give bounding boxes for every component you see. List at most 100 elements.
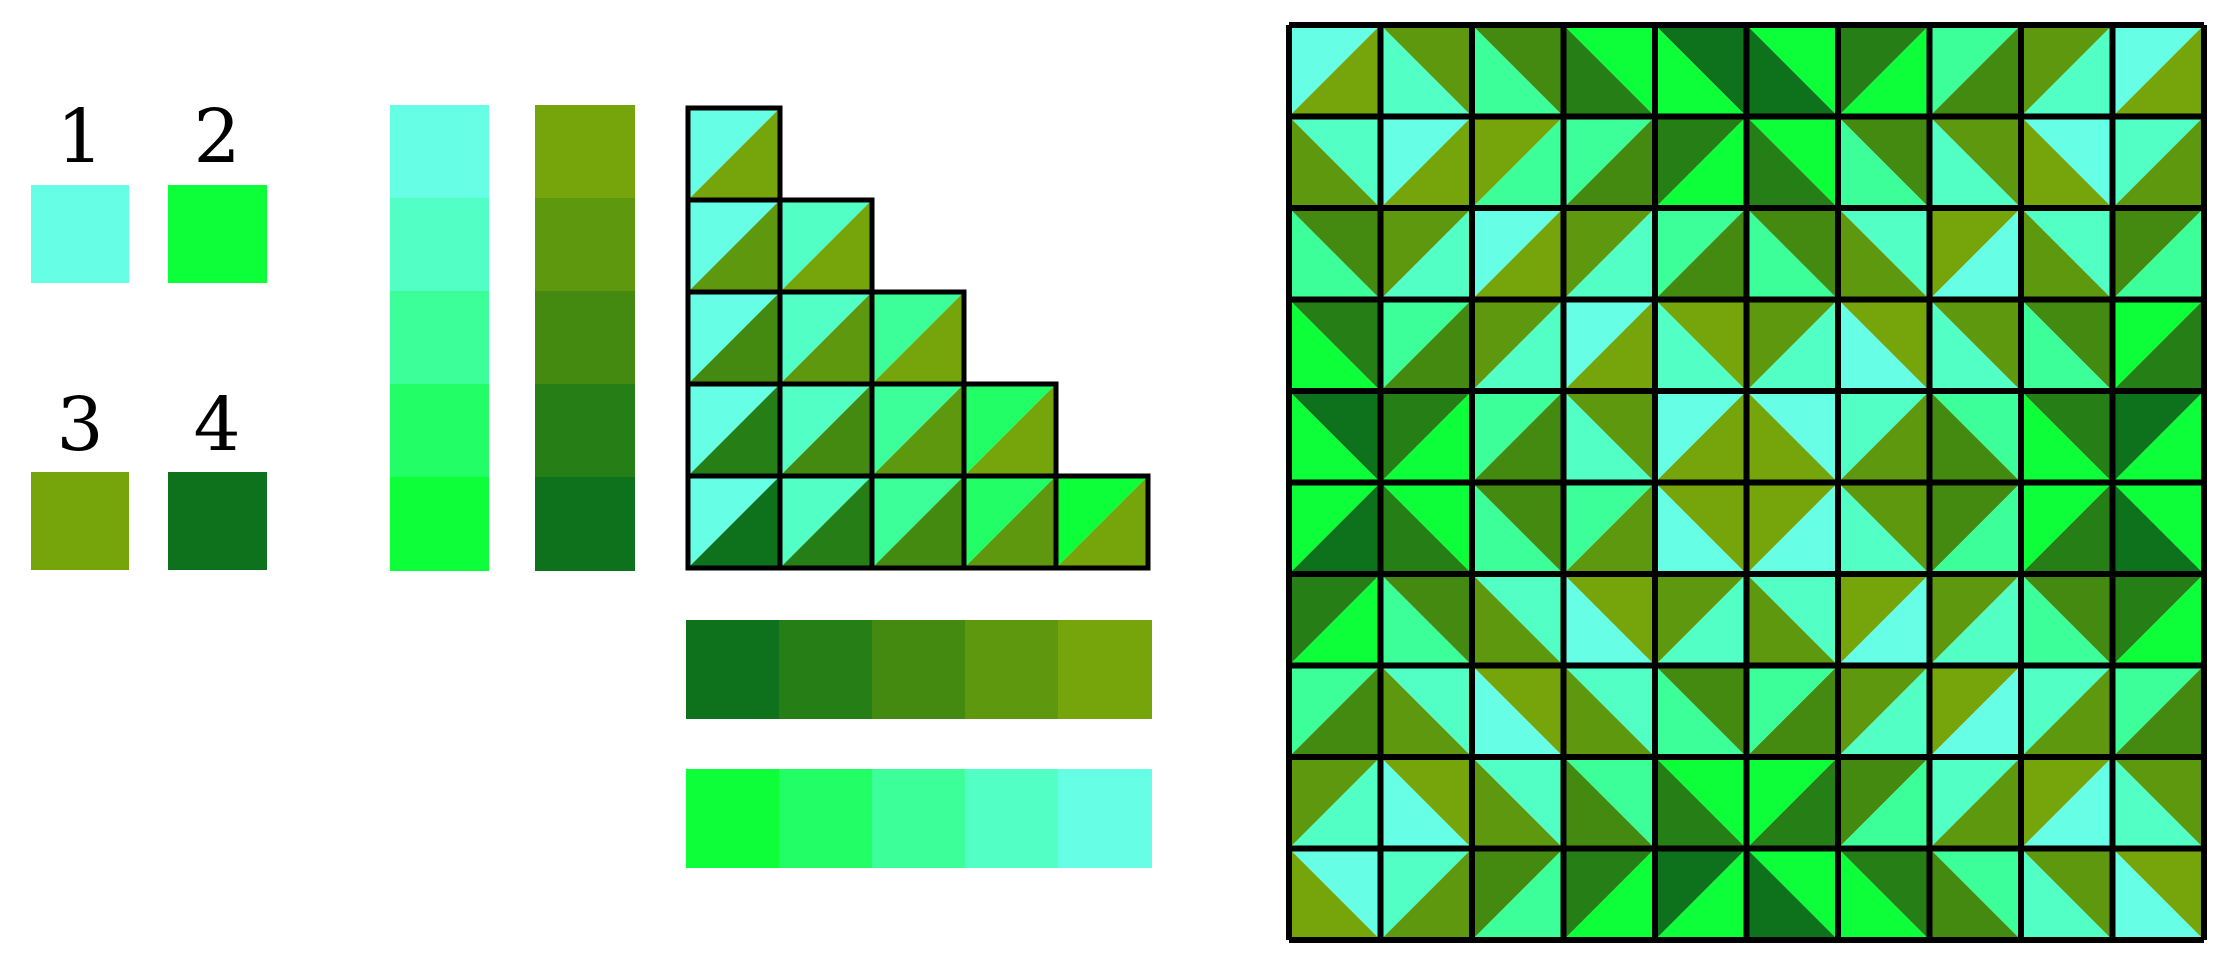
quilt-tile-lower-right bbox=[1746, 665, 1838, 757]
quilt-tile-lower-left bbox=[1472, 665, 1564, 757]
quilt-tile-lower-right bbox=[2112, 116, 2204, 208]
quilt-tile-lower-left bbox=[1563, 25, 1655, 117]
quilt-tile-lower-right bbox=[1838, 757, 1930, 849]
quilt-tile-lower-right bbox=[2112, 391, 2204, 483]
quilt-tile-lower-left bbox=[1655, 25, 1747, 117]
quilt-tile-lower-right bbox=[1838, 25, 1930, 117]
quilt-tile-lower-right bbox=[2021, 757, 2113, 849]
quilt-tile-lower-right bbox=[1380, 208, 1472, 300]
tile-lower-half bbox=[872, 292, 964, 384]
tile-lower-half bbox=[688, 200, 780, 292]
quilt-tile-lower-right bbox=[2112, 574, 2204, 666]
quilt-tile-lower-left bbox=[1929, 116, 2021, 208]
gradient-step-3 bbox=[872, 769, 966, 868]
quilt-tile-lower-left bbox=[1472, 25, 1564, 117]
quilt-tile-lower-right bbox=[1563, 208, 1655, 300]
tile-lower-half bbox=[688, 108, 780, 200]
quilt-tile-lower-left bbox=[1289, 848, 1381, 940]
quilt-tile-lower-left bbox=[2021, 574, 2113, 666]
quilt-grid bbox=[1286, 22, 2207, 943]
quilt-tile-lower-left bbox=[1929, 848, 2021, 940]
gradient-step-1 bbox=[686, 620, 780, 719]
quilt-tile-lower-right bbox=[1746, 482, 1838, 574]
gradient-step-3 bbox=[872, 620, 966, 719]
quilt-tile-lower-left bbox=[1655, 757, 1747, 849]
quilt-tile-lower-right bbox=[2021, 665, 2113, 757]
gradient-step-5 bbox=[1058, 769, 1152, 868]
tile-outline bbox=[1053, 473, 1151, 571]
gradient-step-1 bbox=[390, 105, 489, 199]
swatch-color-4 bbox=[168, 472, 267, 570]
quilt-tile-lower-right bbox=[1838, 391, 1930, 483]
tile-lower-half bbox=[780, 384, 872, 476]
quilt-tile-lower-left bbox=[1746, 116, 1838, 208]
quilt-tile-lower-left bbox=[1472, 482, 1564, 574]
quilt-tile-lower-right bbox=[1655, 116, 1747, 208]
quilt-tile-lower-right bbox=[1380, 116, 1472, 208]
swatch-color-1 bbox=[31, 185, 129, 283]
quilt-tile-lower-right bbox=[1563, 848, 1655, 940]
quilt-tile-lower-left bbox=[2112, 482, 2204, 574]
quilt-tile-lower-left bbox=[1838, 848, 1930, 940]
color-label-1: 1 bbox=[56, 94, 103, 180]
color-label-2: 2 bbox=[193, 94, 240, 180]
gradient-step-5 bbox=[535, 477, 635, 571]
quilt-tile-lower-right bbox=[1929, 574, 2021, 666]
quilt-tile-lower-left bbox=[2112, 757, 2204, 849]
quilt-tile-lower-left bbox=[1289, 116, 1381, 208]
mixing-triangle bbox=[685, 105, 1151, 571]
gradient-column-3-to-4 bbox=[535, 105, 635, 571]
quilt-tile-lower-right bbox=[1655, 574, 1747, 666]
tile-lower-half bbox=[872, 476, 964, 568]
quilt-tile-lower-right bbox=[1472, 299, 1564, 391]
quilt-tile-lower-right bbox=[1563, 299, 1655, 391]
quilt-tile-lower-left bbox=[1746, 25, 1838, 117]
quilt-tile-lower-right bbox=[2112, 299, 2204, 391]
gradient-step-1 bbox=[686, 769, 780, 868]
gradient-step-4 bbox=[535, 384, 635, 478]
quilt-tile-lower-right bbox=[2112, 208, 2204, 300]
quilt-tile-lower-left bbox=[1563, 757, 1655, 849]
quilt-tile-lower-left bbox=[1929, 299, 2021, 391]
quilt-tile-lower-right bbox=[2112, 665, 2204, 757]
quilt-tile-lower-left bbox=[2112, 848, 2204, 940]
quilt-tile-lower-right bbox=[2112, 25, 2204, 117]
quilt-tile-lower-right bbox=[1746, 757, 1838, 849]
gradient-step-2 bbox=[779, 620, 873, 719]
tile-lower-half bbox=[780, 292, 872, 384]
quilt-tile-lower-left bbox=[1472, 757, 1564, 849]
gradient-bar-2-to-1 bbox=[686, 769, 1152, 868]
quilt-tile-lower-left bbox=[1380, 757, 1472, 849]
quilt-tile-lower-right bbox=[1929, 482, 2021, 574]
gradient-step-4 bbox=[965, 769, 1059, 868]
color-label-4: 4 bbox=[193, 382, 240, 468]
quilt-tile-lower-left bbox=[1746, 574, 1838, 666]
quilt-tile-lower-right bbox=[1380, 848, 1472, 940]
gradient-column-1-to-2 bbox=[390, 105, 489, 571]
quilt-tile-lower-left bbox=[1746, 208, 1838, 300]
quilt-tile-lower-right bbox=[2021, 25, 2113, 117]
quilt-tile-lower-right bbox=[1289, 482, 1381, 574]
quilt-tile-lower-right bbox=[1929, 25, 2021, 117]
quilt-tile-lower-right bbox=[1472, 208, 1564, 300]
tile-lower-half bbox=[1056, 476, 1148, 568]
quilt-tile-lower-left bbox=[1380, 25, 1472, 117]
quilt-tile-lower-left bbox=[1838, 116, 1930, 208]
quilt-tile-lower-left bbox=[1380, 574, 1472, 666]
quilt-tile-lower-right bbox=[1289, 25, 1381, 117]
gradient-step-4 bbox=[965, 620, 1059, 719]
tile-lower-half bbox=[964, 476, 1056, 568]
quilt-tile-lower-right bbox=[1472, 848, 1564, 940]
quilt-tile-lower-right bbox=[1289, 757, 1381, 849]
quilt-tile-lower-right bbox=[1563, 116, 1655, 208]
quilt-tile-lower-right bbox=[1655, 391, 1747, 483]
quilt-tile-lower-left bbox=[1563, 574, 1655, 666]
quilt-tile-lower-right bbox=[2021, 482, 2113, 574]
quilt-tile-lower-right bbox=[1929, 665, 2021, 757]
quilt-tile-lower-left bbox=[1655, 299, 1747, 391]
quilt-tile-lower-left bbox=[2021, 391, 2113, 483]
gradient-step-5 bbox=[390, 477, 489, 571]
quilt-tile-lower-right bbox=[1746, 299, 1838, 391]
tile-lower-half bbox=[872, 384, 964, 476]
